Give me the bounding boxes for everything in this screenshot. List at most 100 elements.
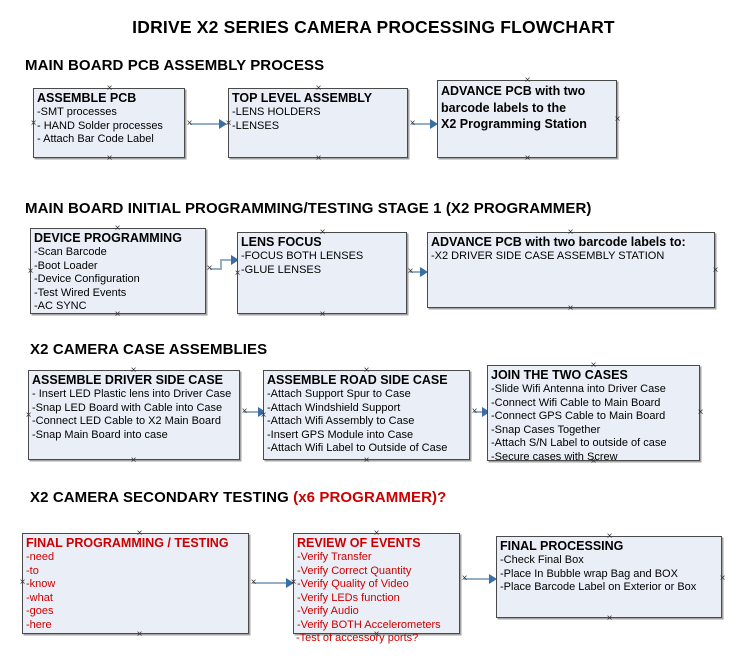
connector-road-side-case-to-join-the-two-cases — [474, 411, 486, 413]
box-title: TOP LEVEL ASSEMBLY — [232, 91, 373, 105]
box-line: -need — [26, 551, 55, 563]
selection-handle-icon[interactable] — [113, 310, 122, 319]
box-assemble-driver-side-case[interactable]: ASSEMBLE DRIVER SIDE CASE - Insert LED P… — [28, 370, 240, 460]
box-title: barcode labels to the — [441, 100, 567, 115]
box-line: -Verify Correct Quantity — [297, 564, 412, 577]
box-line: -know — [26, 578, 56, 590]
section-heading-red-text: (x6 PROGRAMMER)? — [293, 489, 447, 506]
box-advance-pcb-to-driver-side-case-assembly[interactable]: ADVANCE PCB with two barcode labels to: … — [427, 232, 715, 308]
selection-handle-icon[interactable] — [240, 407, 249, 416]
selection-handle-icon[interactable] — [589, 361, 598, 370]
box-line: -Insert GPS Module into Case — [267, 428, 414, 441]
section-heading-main-board-initial-programming-testing-stage-1: MAIN BOARD INITIAL PROGRAMMING/TESTING S… — [25, 200, 592, 217]
selection-handle-icon[interactable] — [314, 154, 323, 163]
selection-handle-icon[interactable] — [129, 366, 138, 375]
selection-handle-icon[interactable] — [24, 411, 33, 420]
selection-handle-icon[interactable] — [605, 532, 614, 541]
box-line: -Verify BOTH Accelerometers — [297, 618, 441, 631]
selection-handle-icon[interactable] — [589, 457, 598, 466]
box-title: REVIEW OF EVENTS — [297, 536, 421, 550]
selection-handle-icon[interactable] — [289, 578, 298, 587]
box-line: -Place Barcode Label on Exterior or Box — [500, 581, 697, 593]
box-assemble-pcb[interactable]: ASSEMBLE PCB -SMT processes - HAND Solde… — [33, 88, 185, 158]
box-line: -Verify LEDs function — [297, 591, 400, 604]
selection-handle-icon[interactable] — [29, 119, 38, 128]
box-line: -here — [26, 618, 52, 631]
box-line: -Scan Barcode — [34, 246, 107, 258]
selection-handle-icon[interactable] — [372, 630, 381, 639]
box-line: -Attach Support Spur to Case — [267, 388, 411, 400]
selection-handle-icon[interactable] — [406, 267, 415, 276]
box-top-level-assembly[interactable]: TOP LEVEL ASSEMBLY -LENS HOLDERS -LENSES — [228, 88, 408, 158]
box-line: -LENSES — [232, 119, 280, 132]
box-line: -LENS HOLDERS — [232, 106, 321, 118]
box-line: -GLUE LENSES — [241, 263, 322, 276]
selection-handle-icon[interactable] — [129, 456, 138, 465]
box-line: -to — [26, 564, 39, 577]
selection-handle-icon[interactable] — [135, 630, 144, 639]
selection-handle-icon[interactable] — [696, 408, 705, 417]
selection-handle-icon[interactable] — [314, 84, 323, 93]
box-review-of-events[interactable]: REVIEW OF EVENTS -Verify Transfer -Verif… — [293, 533, 460, 634]
selection-handle-icon[interactable] — [718, 574, 727, 583]
selection-handle-icon[interactable] — [523, 154, 532, 163]
selection-handle-icon[interactable] — [362, 366, 371, 375]
box-line: -Attach Windshield Support — [267, 401, 401, 414]
box-line: -Device Configuration — [34, 273, 140, 285]
selection-handle-icon[interactable] — [135, 529, 144, 538]
arrowhead-icon — [420, 267, 428, 277]
connector-assemble-pcb-to-top-level-assembly — [190, 123, 222, 125]
selection-handle-icon[interactable] — [224, 119, 233, 128]
selection-handle-icon[interactable] — [566, 228, 575, 237]
box-join-the-two-cases[interactable]: JOIN THE TWO CASES -Slide Wifi Antenna i… — [487, 365, 700, 463]
connector-top-level-assembly-to-advance-pcb — [412, 123, 434, 125]
box-line: -Connect LED Cable to X2 Main Board — [32, 415, 221, 427]
selection-handle-icon[interactable] — [26, 267, 35, 276]
box-line: -X2 DRIVER SIDE CASE ASSEMBLY STATION — [431, 250, 665, 262]
connector-driver-side-case-to-road-side-case — [244, 411, 262, 413]
selection-handle-icon[interactable] — [470, 407, 479, 416]
selection-handle-icon[interactable] — [185, 119, 194, 128]
selection-handle-icon[interactable] — [566, 304, 575, 313]
selection-handle-icon[interactable] — [711, 266, 720, 275]
box-line: -AC SYNC — [34, 300, 87, 312]
box-line: -SMT processes — [37, 106, 117, 118]
selection-handle-icon[interactable] — [318, 228, 327, 237]
selection-handle-icon[interactable] — [318, 310, 327, 319]
selection-handle-icon[interactable] — [605, 614, 614, 623]
section-heading-x2-camera-case-assemblies: X2 CAMERA CASE ASSEMBLIES — [30, 341, 267, 358]
selection-handle-icon[interactable] — [408, 119, 417, 128]
selection-handle-icon[interactable] — [249, 578, 258, 587]
box-line: -Verify Transfer — [297, 551, 372, 563]
box-advance-pcb-to-x2-programming-station[interactable]: ADVANCE PCB with two barcode labels to t… — [437, 80, 617, 158]
section-heading-text: MAIN BOARD PCB ASSEMBLY PROCESS — [25, 57, 325, 74]
selection-handle-icon[interactable] — [233, 269, 242, 278]
selection-handle-icon[interactable] — [18, 578, 27, 587]
box-lens-focus[interactable]: LENS FOCUS -FOCUS BOTH LENSES -GLUE LENS… — [237, 232, 407, 314]
selection-handle-icon[interactable] — [205, 264, 214, 273]
box-final-programming-testing[interactable]: FINAL PROGRAMMING / TESTING -need -to -k… — [22, 533, 249, 634]
selection-handle-icon[interactable] — [362, 456, 371, 465]
selection-handle-icon[interactable] — [113, 224, 122, 233]
connector-device-programming-to-lens-focus — [210, 268, 222, 270]
box-final-processing[interactable]: FINAL PROCESSING -Check Final Box -Place… — [496, 536, 722, 618]
selection-handle-icon[interactable] — [259, 411, 268, 420]
selection-handle-icon[interactable] — [372, 529, 381, 538]
box-line: -Snap Cases Together — [491, 423, 601, 436]
section-heading-text: X2 CAMERA SECONDARY TESTING — [30, 489, 294, 506]
selection-handle-icon[interactable] — [105, 154, 114, 163]
arrowhead-icon — [489, 574, 497, 584]
selection-handle-icon[interactable] — [613, 115, 622, 124]
page-title: IDRIVE X2 SERIES CAMERA PROCESSING FLOWC… — [132, 17, 615, 37]
selection-handle-icon[interactable] — [105, 84, 114, 93]
connector-device-programming-to-lens-focus-upper — [220, 259, 234, 261]
box-device-programming[interactable]: DEVICE PROGRAMMING -Scan Barcode -Boot L… — [30, 228, 206, 314]
selection-handle-icon[interactable] — [523, 76, 532, 85]
box-assemble-road-side-case[interactable]: ASSEMBLE ROAD SIDE CASE -Attach Support … — [263, 370, 470, 460]
box-line: -Attach Wifi Assembly to Case — [267, 415, 415, 427]
box-title: FINAL PROCESSING — [500, 539, 624, 553]
section-heading-text: X2 CAMERA CASE ASSEMBLIES — [30, 341, 268, 358]
box-line: -Verify Quality of Video — [297, 578, 409, 590]
selection-handle-icon[interactable] — [460, 574, 469, 583]
box-line: -FOCUS BOTH LENSES — [241, 250, 364, 262]
